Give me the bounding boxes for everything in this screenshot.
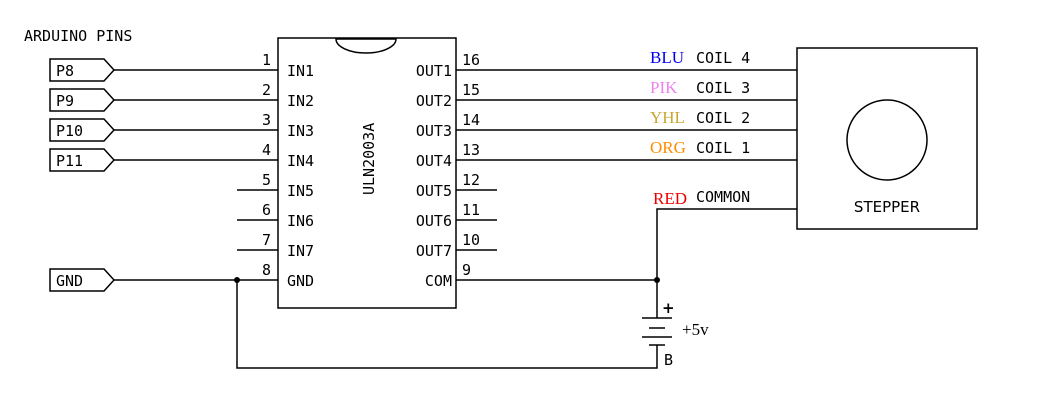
gnd-connector: GND bbox=[49, 268, 278, 292]
gnd-connector-label: GND bbox=[56, 272, 83, 290]
pin-connector-shape bbox=[49, 118, 116, 142]
battery: + +5v B bbox=[642, 299, 709, 369]
pin-connector-label: P11 bbox=[56, 152, 83, 170]
right-pin-number: 11 bbox=[462, 201, 480, 219]
stepper-body bbox=[796, 47, 978, 230]
right-pin-name: OUT1 bbox=[416, 62, 452, 80]
coil-label: COIL 2 bbox=[696, 109, 750, 127]
common-label: COMMON bbox=[696, 188, 750, 206]
right-pin-number: 10 bbox=[462, 231, 480, 249]
left-pin-number: 4 bbox=[262, 141, 271, 159]
common-color-label: RED bbox=[653, 189, 687, 208]
coil-label: COIL 1 bbox=[696, 139, 750, 157]
coil-label: COIL 4 bbox=[696, 49, 750, 67]
wire-color-label: ORG bbox=[650, 138, 686, 157]
right-pin-name: OUT7 bbox=[416, 242, 452, 260]
wire-color-label: YHL bbox=[650, 108, 685, 127]
wire-color-label: PIK bbox=[650, 78, 678, 97]
right-pin-number: 9 bbox=[462, 261, 471, 279]
pin-connector-label: P8 bbox=[56, 62, 74, 80]
left-pin-number: 7 bbox=[262, 231, 271, 249]
right-pin-number: 16 bbox=[462, 51, 480, 69]
left-pin-name: IN2 bbox=[287, 92, 314, 110]
right-pin-number: 14 bbox=[462, 111, 480, 129]
right-pin-name: OUT4 bbox=[416, 152, 452, 170]
pin-connector-shape bbox=[49, 58, 116, 82]
wire-color-label: BLU bbox=[650, 48, 684, 67]
pin-connector-shape bbox=[49, 148, 116, 172]
pin-connector-label: P9 bbox=[56, 92, 74, 110]
right-pin-name: OUT2 bbox=[416, 92, 452, 110]
battery-plus-sign: + bbox=[662, 299, 675, 317]
arduino-pins-heading: ARDUINO PINS bbox=[24, 27, 132, 45]
pin-connector-label: P10 bbox=[56, 122, 83, 140]
left-pin-name: IN3 bbox=[287, 122, 314, 140]
left-pin-number: 6 bbox=[262, 201, 271, 219]
chip-name: ULN2003A bbox=[360, 123, 378, 195]
uln2003a-chip: ULN2003A bbox=[277, 37, 457, 309]
left-pin-name: IN1 bbox=[287, 62, 314, 80]
left-pin-name: IN6 bbox=[287, 212, 314, 230]
right-pin-number: 15 bbox=[462, 81, 480, 99]
right-pin-name: COM bbox=[425, 272, 452, 290]
common-wire-group: RED COMMON bbox=[456, 188, 797, 318]
stepper-rotor bbox=[846, 99, 928, 181]
stepper-motor: STEPPER bbox=[796, 47, 978, 230]
right-pin-name: OUT5 bbox=[416, 182, 452, 200]
stepper-label: STEPPER bbox=[854, 198, 920, 216]
right-pin-number: 12 bbox=[462, 171, 480, 189]
left-pin-name: IN5 bbox=[287, 182, 314, 200]
right-pin-number: 13 bbox=[462, 141, 480, 159]
left-pin-number: 2 bbox=[262, 81, 271, 99]
left-pin-number: 5 bbox=[262, 171, 271, 189]
coil-wires: BLU COIL 4 PIK COIL 3 YHL COIL 2 ORG COIL 1 bbox=[456, 48, 797, 161]
left-pin-number: 1 bbox=[262, 51, 271, 69]
left-pin-name: GND bbox=[287, 272, 314, 290]
battery-voltage: +5v bbox=[682, 320, 709, 339]
battery-label: B bbox=[664, 351, 673, 369]
left-pin-name: IN4 bbox=[287, 152, 314, 170]
right-pin-name: OUT6 bbox=[416, 212, 452, 230]
chip-notch bbox=[335, 38, 397, 54]
chip-body bbox=[277, 37, 457, 309]
gnd-junction-dot bbox=[234, 277, 240, 283]
left-pin-name: IN7 bbox=[287, 242, 314, 260]
right-pin-name: OUT3 bbox=[416, 122, 452, 140]
coil-label: COIL 3 bbox=[696, 79, 750, 97]
common-wire bbox=[656, 208, 797, 280]
pin-connector-shape bbox=[49, 88, 116, 112]
left-pin-number: 3 bbox=[262, 111, 271, 129]
left-pin-number: 8 bbox=[262, 261, 271, 279]
gnd-connector-shape bbox=[49, 268, 116, 292]
ground-return-wire bbox=[236, 280, 658, 369]
